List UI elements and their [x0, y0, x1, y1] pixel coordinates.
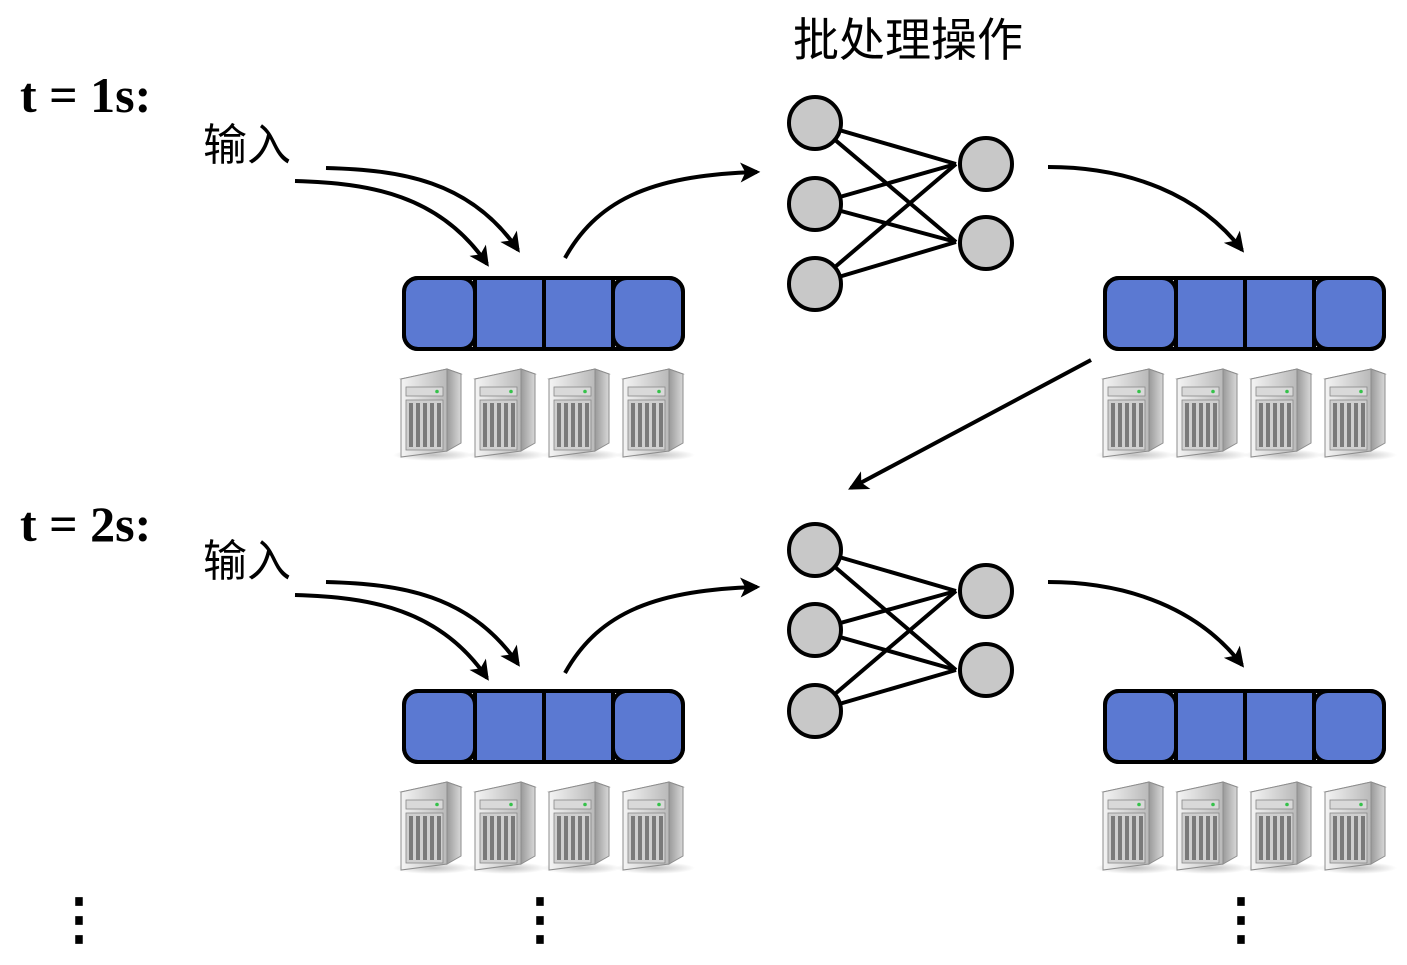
timestep-row-1: t = 1s: 输入 — [20, 67, 1398, 462]
from-network-arrow — [1047, 580, 1245, 668]
network-node — [958, 563, 1014, 619]
continuation-ellipsis: ⋮ — [51, 889, 107, 951]
network-node — [787, 602, 843, 658]
buffer-cell — [1243, 689, 1316, 764]
server-icon — [540, 781, 622, 875]
to-network-arrow — [563, 577, 761, 674]
neural-network — [787, 522, 1014, 739]
input-arrow — [325, 580, 520, 667]
continuation-ellipsis: ⋮ — [512, 889, 568, 951]
server-icon — [1168, 368, 1250, 462]
output-buffer — [1103, 276, 1386, 351]
server-icon — [614, 368, 696, 462]
server-icon — [1316, 781, 1398, 875]
server-icon — [1242, 368, 1324, 462]
time-label: t = 1s: — [20, 67, 151, 123]
server-icon — [1242, 781, 1324, 875]
buffer-cell — [1174, 689, 1247, 764]
buffer-cell — [611, 689, 685, 764]
output-buffer — [1103, 689, 1386, 764]
buffer-cell — [402, 276, 477, 351]
server-cluster — [392, 781, 696, 875]
buffer-cell — [473, 276, 546, 351]
server-cluster — [1094, 368, 1398, 462]
network-node — [787, 95, 843, 151]
network-node — [958, 136, 1014, 192]
neural-network — [787, 95, 1014, 312]
buffer-cell — [1103, 689, 1178, 764]
input-label: 输入 — [203, 536, 291, 587]
buffer-cell — [1312, 276, 1386, 351]
buffer-cell — [1174, 276, 1247, 351]
server-cluster — [1094, 781, 1398, 875]
buffer-cell — [611, 276, 685, 351]
buffer-cell — [542, 689, 615, 764]
buffer-cell — [473, 689, 546, 764]
input-buffer — [402, 689, 685, 764]
server-icon — [466, 368, 548, 462]
network-node — [787, 256, 843, 312]
input-arrow — [294, 593, 489, 681]
input-arrow — [294, 179, 489, 267]
network-node — [787, 683, 843, 739]
server-icon — [1316, 368, 1398, 462]
server-icon — [1094, 368, 1176, 462]
state-transfer-arrow — [848, 358, 1092, 490]
buffer-cell — [1312, 689, 1386, 764]
to-network-arrow — [563, 162, 761, 259]
input-label: 输入 — [203, 120, 291, 171]
server-icon — [392, 781, 474, 875]
network-node — [787, 176, 843, 232]
buffer-cell — [542, 276, 615, 351]
input-buffer — [402, 276, 685, 351]
batch-operation-title: 批处理操作 — [793, 13, 1023, 67]
server-icon — [540, 368, 622, 462]
buffer-cell — [1243, 276, 1316, 351]
server-cluster — [392, 368, 696, 462]
network-node — [958, 642, 1014, 698]
server-icon — [466, 781, 548, 875]
input-arrow — [325, 166, 520, 253]
network-node — [787, 522, 843, 578]
server-icon — [392, 368, 474, 462]
server-icon — [1094, 781, 1176, 875]
network-node — [958, 215, 1014, 271]
continuation-ellipsis: ⋮ — [1213, 889, 1269, 951]
server-icon — [614, 781, 696, 875]
buffer-cell — [402, 689, 477, 764]
timestep-row-2: t = 2s: 输入 — [20, 496, 1398, 875]
from-network-arrow — [1047, 165, 1245, 253]
time-label: t = 2s: — [20, 496, 151, 552]
buffer-cell — [1103, 276, 1178, 351]
server-icon — [1168, 781, 1250, 875]
